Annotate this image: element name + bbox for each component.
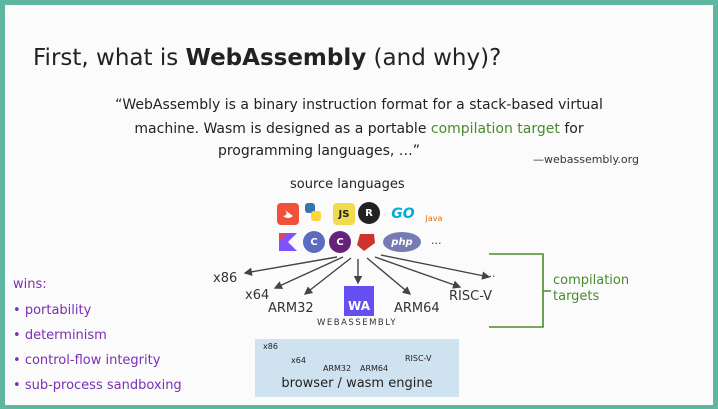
engine-target-riscv: RISC-V bbox=[405, 354, 432, 363]
go-icon: GO bbox=[391, 206, 415, 222]
source-languages-label: source languages bbox=[290, 177, 405, 192]
kotlin-icon bbox=[277, 231, 299, 253]
win-item: • determinism bbox=[13, 328, 107, 343]
more-languages: ... bbox=[431, 234, 442, 247]
target-arm64: ARM64 bbox=[394, 301, 440, 316]
webassembly-logo: WA bbox=[344, 286, 374, 316]
rust-icon: R bbox=[358, 202, 380, 224]
engine-target-arm64: ARM64 bbox=[360, 364, 389, 373]
arrow-x64 bbox=[273, 256, 344, 289]
swift-icon bbox=[277, 203, 299, 225]
target-x64: x64 bbox=[245, 288, 270, 303]
engine-target-x64: x64 bbox=[291, 356, 306, 365]
target-x86: x86 bbox=[213, 271, 238, 286]
attribution: —webassembly.org bbox=[533, 153, 639, 166]
python-icon bbox=[302, 201, 324, 223]
php-icon: php bbox=[383, 232, 421, 252]
engine-target-arm32: ARM32 bbox=[323, 364, 352, 373]
quote-line-2: machine. Wasm is designed as a portable … bbox=[134, 121, 584, 137]
target-arm32: ARM32 bbox=[268, 301, 314, 316]
arrow-riscv bbox=[374, 256, 462, 289]
webassembly-wordmark: WEBASSEMBLY bbox=[317, 318, 398, 328]
arrow-x86 bbox=[243, 256, 338, 276]
wasm-engine-box bbox=[255, 339, 459, 397]
target-riscv: RISC-V bbox=[449, 289, 493, 304]
quote-line-1: “WebAssembly is a binary instruction for… bbox=[115, 97, 603, 113]
javascript-icon: JS bbox=[333, 203, 355, 225]
c-icon: C bbox=[303, 231, 325, 253]
compilation-target-highlight: compilation target bbox=[430, 121, 560, 137]
win-item: • sub-process sandboxing bbox=[13, 378, 182, 393]
target-arrows bbox=[243, 253, 551, 364]
targets-bracket bbox=[489, 253, 551, 328]
win-item: • portability bbox=[13, 303, 92, 318]
target-more: ... bbox=[485, 267, 496, 280]
java-icon: Java bbox=[425, 214, 443, 223]
quote-line-3: programming languages, …” bbox=[217, 143, 421, 159]
slide-title: First, what is WebAssembly (and why)? bbox=[33, 45, 502, 71]
arrow-arm32 bbox=[303, 257, 352, 295]
engine-target-x86: x86 bbox=[263, 342, 278, 351]
engine-label: browser / wasm engine bbox=[281, 376, 433, 391]
ruby-icon bbox=[355, 231, 377, 253]
slide: First, what is WebAssembly (and why)? “W… bbox=[5, 5, 713, 405]
win-item: • control-flow integrity bbox=[13, 353, 161, 368]
wins-title: wins: bbox=[13, 277, 47, 292]
arrow-arm64 bbox=[366, 257, 412, 295]
csharp-icon: C bbox=[329, 231, 351, 253]
arrow-more bbox=[380, 254, 491, 280]
